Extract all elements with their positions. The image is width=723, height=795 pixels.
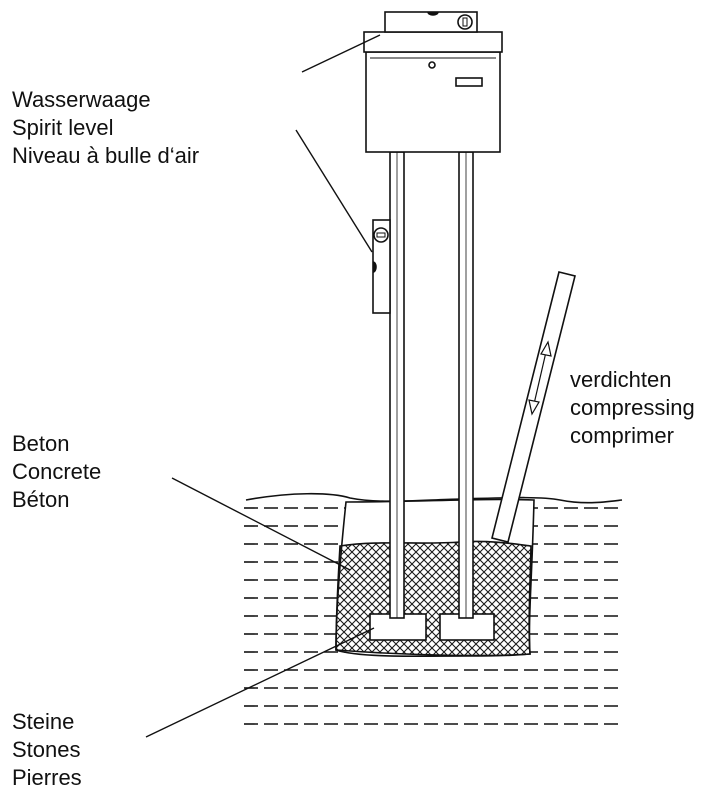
ground-surface bbox=[245, 492, 623, 504]
label-stones-en: Stones bbox=[12, 737, 81, 762]
label-compressing-fr: comprimer bbox=[570, 423, 674, 448]
post-right bbox=[458, 151, 474, 619]
mailbox bbox=[363, 31, 503, 153]
label-spirit-level: Wasserwaage Spirit level Niveau à bulle … bbox=[12, 86, 199, 170]
spirit-level-side bbox=[372, 219, 391, 314]
label-compressing-de: verdichten bbox=[570, 367, 672, 392]
label-stones: Steine Stones Pierres bbox=[12, 708, 82, 792]
label-stones-fr: Pierres bbox=[12, 765, 82, 790]
label-spirit-level-en: Spirit level bbox=[12, 115, 114, 140]
label-concrete-fr: Béton bbox=[12, 487, 70, 512]
leader-lines bbox=[145, 34, 381, 738]
concrete-fill bbox=[335, 540, 532, 657]
label-spirit-level-de: Wasserwaage bbox=[12, 87, 151, 112]
spirit-level-top bbox=[384, 11, 478, 33]
label-stones-de: Steine bbox=[12, 709, 75, 734]
post-left bbox=[389, 151, 405, 619]
label-compressing-en: compressing bbox=[570, 395, 695, 420]
label-concrete-de: Beton bbox=[12, 431, 70, 456]
label-concrete: Beton Concrete Béton bbox=[12, 430, 101, 514]
double-arrow-icon bbox=[528, 340, 552, 416]
label-compressing: verdichten compressing comprimer bbox=[570, 366, 695, 450]
label-concrete-en: Concrete bbox=[12, 459, 102, 484]
label-spirit-level-fr: Niveau à bulle d‘air bbox=[12, 143, 200, 168]
